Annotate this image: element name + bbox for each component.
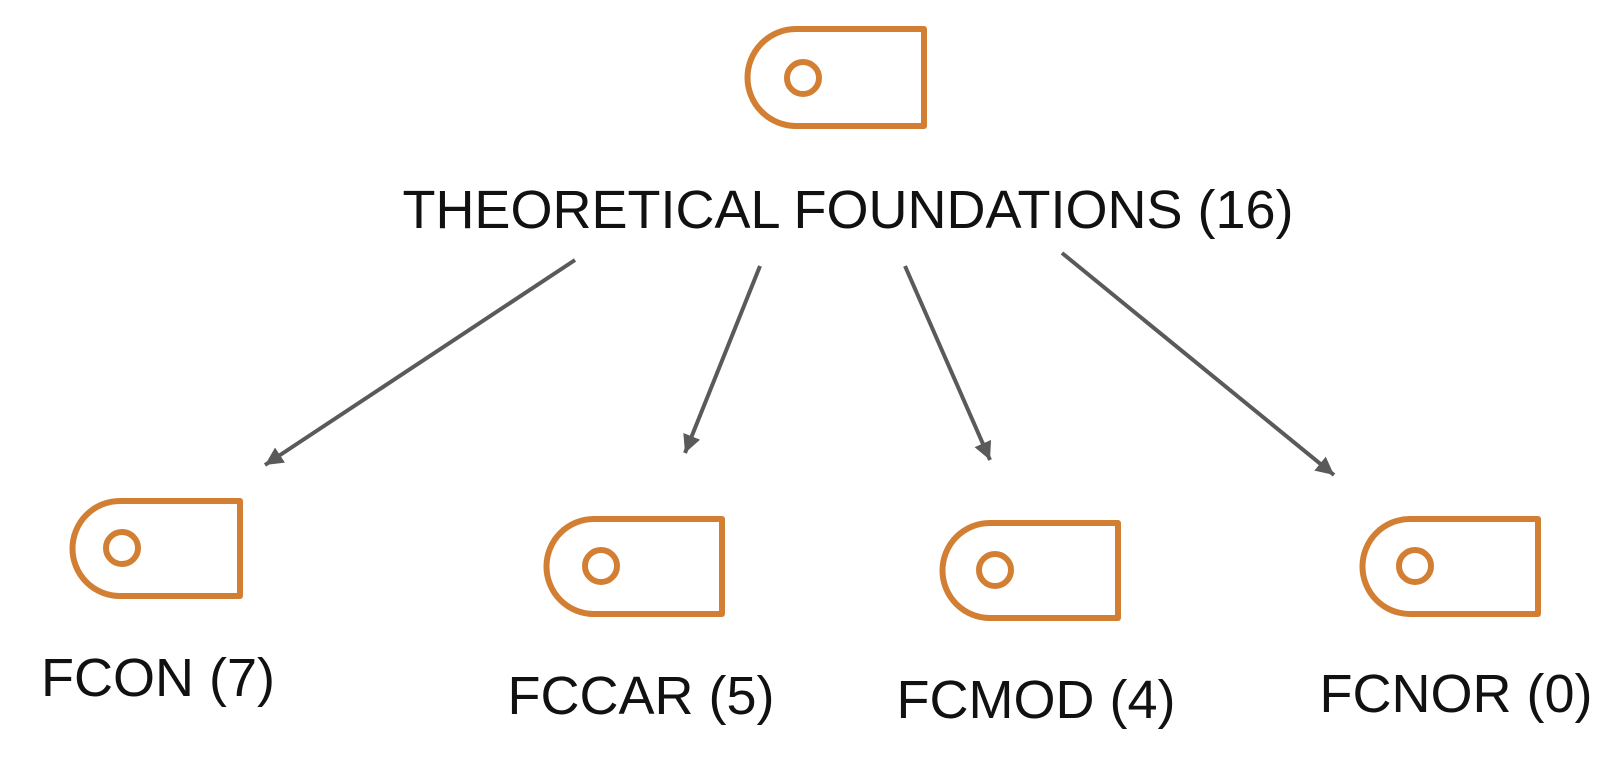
edge-root-to-fccar — [683, 265, 762, 454]
edge-root-to-fcnor — [1060, 251, 1336, 477]
child-node-fcmod[interactable]: FCMOD (4) — [897, 520, 1176, 730]
tag-icon — [543, 516, 725, 617]
tag-icon — [744, 26, 927, 129]
root-node[interactable]: THEORETICAL FOUNDATIONS (16) — [402, 26, 1294, 240]
child-node-fccar[interactable]: FCCAR (5) — [508, 516, 775, 726]
child-node-label: FCMOD (4) — [897, 670, 1176, 730]
child-node-label: FCCAR (5) — [508, 666, 775, 726]
tag-icon — [69, 498, 243, 599]
child-node-fcnor[interactable]: FCNOR (0) — [1320, 516, 1593, 724]
child-node-label: FCON (7) — [41, 648, 275, 708]
edge-root-to-fcmod — [903, 265, 992, 461]
edges — [263, 251, 1336, 477]
tag-icon — [1359, 516, 1541, 617]
edge-root-to-fcon — [263, 258, 577, 467]
root-node-label: THEORETICAL FOUNDATIONS (16) — [402, 180, 1293, 240]
tag-icon — [939, 520, 1121, 621]
child-node-label: FCNOR (0) — [1320, 664, 1593, 724]
child-node-fcon[interactable]: FCON (7) — [41, 498, 275, 708]
